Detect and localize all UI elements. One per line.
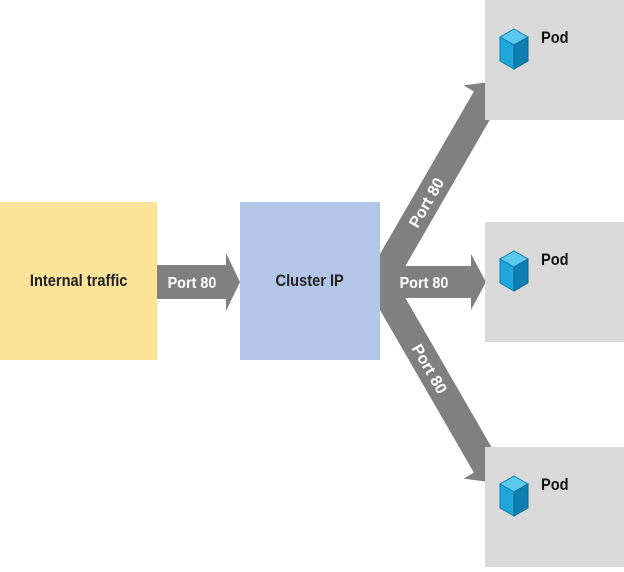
arrow-source-to-cluster-label: Port 80 xyxy=(168,274,217,292)
cube-icon xyxy=(499,250,529,292)
pod-box-1: Pod xyxy=(485,0,624,120)
internal-traffic-label: Internal traffic xyxy=(29,271,128,290)
arrow-cluster-to-pod-2: Port 80 xyxy=(380,254,486,310)
cube-icon xyxy=(499,28,529,70)
arrow-source-to-cluster: Port 80 xyxy=(157,253,240,311)
pod-label-3: Pod xyxy=(541,475,569,494)
pod-box-2: Pod xyxy=(485,222,624,342)
internal-traffic-node: Internal traffic xyxy=(0,202,157,360)
pod-box-3: Pod xyxy=(485,447,624,567)
cluster-ip-node: Cluster IP xyxy=(240,202,380,360)
cluster-ip-label: Cluster IP xyxy=(275,271,345,290)
arrow-cluster-to-pod-2-label: Port 80 xyxy=(400,274,449,292)
pod-label-1: Pod xyxy=(541,28,569,47)
pod-label-2: Pod xyxy=(541,250,569,269)
arrow-cluster-to-pod-2-shape xyxy=(380,254,486,310)
arrow-source-to-cluster-shape xyxy=(157,253,240,311)
arrow-cluster-to-pod-3-shape xyxy=(367,275,509,483)
arrow-cluster-to-pod-1-shape xyxy=(367,81,509,289)
cube-icon xyxy=(499,475,529,517)
